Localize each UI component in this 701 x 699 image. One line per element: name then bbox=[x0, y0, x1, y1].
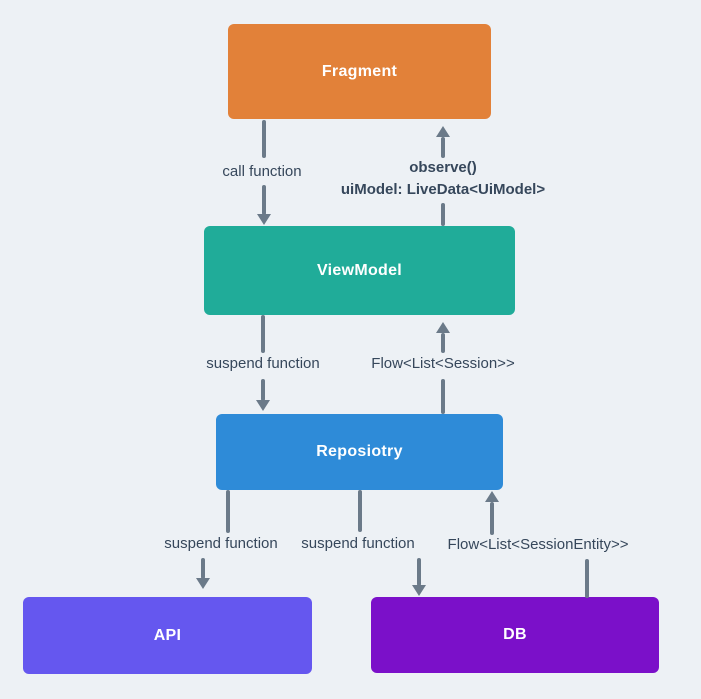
edge-repository-to-db-line bbox=[417, 558, 421, 586]
arrowhead-down-icon bbox=[412, 585, 426, 596]
node-repository: Reposiotry bbox=[216, 414, 503, 490]
node-db: DB bbox=[371, 597, 659, 673]
edge-label-suspend-function-3: suspend function bbox=[301, 535, 415, 552]
edge-fragment-to-viewmodel-line bbox=[262, 120, 266, 158]
edge-label-suspend-function-2: suspend function bbox=[164, 535, 278, 552]
arrowhead-down-icon bbox=[196, 578, 210, 589]
edge-fragment-to-viewmodel-line bbox=[262, 185, 266, 215]
node-viewmodel: ViewModel bbox=[204, 226, 515, 315]
edge-label-call-function: call function bbox=[222, 163, 302, 180]
node-fragment: Fragment bbox=[228, 24, 491, 119]
edge-repository-to-viewmodel-line bbox=[441, 379, 445, 414]
edge-viewmodel-to-repository-line bbox=[261, 315, 265, 353]
node-db-label: DB bbox=[503, 626, 527, 643]
edge-repository-to-viewmodel-line bbox=[441, 333, 445, 353]
edge-viewmodel-to-repository-line bbox=[261, 379, 265, 401]
edge-label-observe-line1: observe() bbox=[409, 159, 477, 176]
node-repository-label: Reposiotry bbox=[316, 443, 403, 460]
edge-db-to-repository-line bbox=[490, 502, 494, 535]
edge-label-suspend-function-1: suspend function bbox=[206, 355, 320, 372]
node-api: API bbox=[23, 597, 312, 674]
arrowhead-down-icon bbox=[256, 400, 270, 411]
edge-label-observe: observe() uiModel: LiveData<UiModel> bbox=[341, 157, 545, 201]
edge-repository-to-db-line bbox=[358, 490, 362, 532]
arrowhead-up-icon bbox=[485, 491, 499, 502]
arrowhead-up-icon bbox=[436, 322, 450, 333]
edge-label-observe-line2: uiModel: LiveData<UiModel> bbox=[340, 181, 546, 198]
node-api-label: API bbox=[153, 626, 182, 644]
edge-label-flow-session: Flow<List<Session>> bbox=[371, 355, 515, 372]
node-viewmodel-label: ViewModel bbox=[316, 261, 403, 279]
node-fragment-label: Fragment bbox=[321, 62, 398, 80]
edge-repository-to-api-line bbox=[201, 558, 205, 579]
edge-db-to-repository-line bbox=[585, 559, 589, 598]
arrowhead-up-icon bbox=[436, 126, 450, 137]
edge-label-flow-session-entity: Flow<List<SessionEntity>> bbox=[447, 536, 629, 553]
edge-viewmodel-to-fragment-line bbox=[441, 203, 445, 226]
edge-repository-to-api-line bbox=[226, 490, 230, 533]
edge-viewmodel-to-fragment-line bbox=[441, 137, 445, 158]
arrowhead-down-icon bbox=[257, 214, 271, 225]
